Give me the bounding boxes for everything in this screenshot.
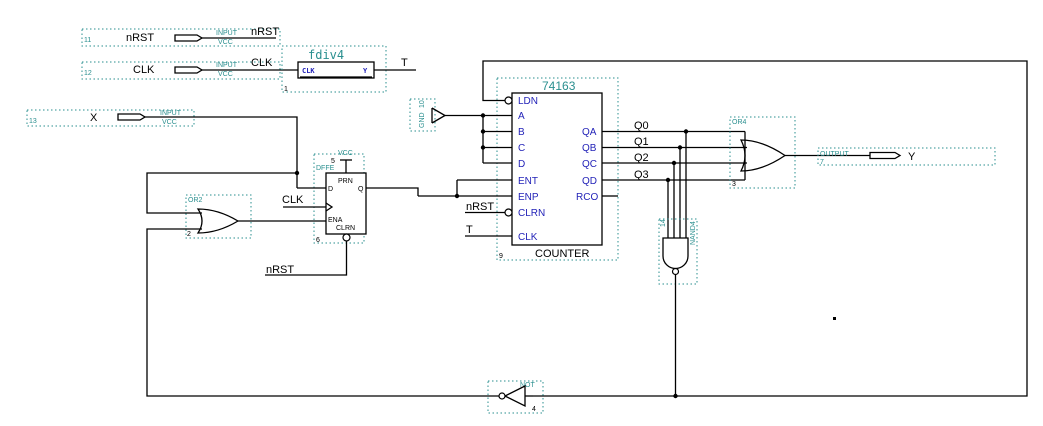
pin-clrn: CLRN xyxy=(518,208,545,219)
net-label: CLK xyxy=(251,57,273,69)
pin-sub: VCC xyxy=(218,39,233,46)
not-index: 4 xyxy=(532,406,536,413)
or2-gate[interactable]: OR2 2 xyxy=(185,194,252,239)
input-pin-clk[interactable]: 12 CLK INPUT VCC CLK xyxy=(81,57,298,80)
net-q1: Q1 xyxy=(634,136,649,148)
pin-index: 12 xyxy=(84,70,92,77)
fdiv-title: fdiv4 xyxy=(308,48,344,62)
not-gate[interactable]: NOT 4 xyxy=(487,380,544,414)
or2-index: 2 xyxy=(187,231,191,238)
counter-title: 74163 xyxy=(542,79,576,93)
net-label-nrst-dff: nRST xyxy=(266,264,294,276)
gnd-index: 10 xyxy=(419,100,426,108)
dffe-ena: ENA xyxy=(328,217,343,224)
counter-left-pins: LDN A B C D ENT ENP CLRN CLK xyxy=(518,96,545,243)
net-label-clrn: nRST xyxy=(466,201,494,213)
dffe-prn: PRN xyxy=(338,178,353,185)
net-q3: Q3 xyxy=(634,169,649,181)
net-label-clk-dff: CLK xyxy=(282,194,304,206)
dffe-q: Q xyxy=(358,186,364,193)
pin-qa: QA xyxy=(582,127,597,138)
pin-type: OUTPUT xyxy=(820,151,850,158)
pin-c: C xyxy=(518,143,525,154)
net-q2: Q2 xyxy=(634,152,649,164)
pin-sub: VCC xyxy=(218,71,233,78)
stray-dot xyxy=(833,317,836,320)
input-pin-nrst[interactable]: 11 nRST INPUT VCC nRST xyxy=(81,26,281,47)
pin-b: B xyxy=(518,127,525,138)
nand4-gate[interactable]: NAND4 14 xyxy=(658,218,698,285)
counter-caption: COUNTER xyxy=(535,248,589,260)
net-label-t: T xyxy=(401,57,408,69)
or4-label: OR4 xyxy=(732,119,747,126)
counter-index: 9 xyxy=(499,253,503,260)
dffe-flipflop[interactable]: DFFE VCC 5 PRN D Q ENA CLRN 6 xyxy=(313,150,367,244)
pin-name: nRST xyxy=(126,32,154,44)
pin-qc: QC xyxy=(582,159,597,170)
net-label-clk-t: T xyxy=(466,224,473,236)
pin-index: 13 xyxy=(29,118,37,125)
net-q0: Q0 xyxy=(634,120,649,132)
fdiv-index: 1 xyxy=(284,86,288,93)
net-label: nRST xyxy=(251,26,279,38)
nand4-label: NAND4 xyxy=(690,221,697,245)
input-pin-x[interactable]: 13 X INPUT VCC xyxy=(26,109,195,127)
not-label: NOT xyxy=(520,382,536,389)
pin-type: INPUT xyxy=(160,110,182,117)
fdiv4-block[interactable]: fdiv4 CLK Y 1 T xyxy=(281,45,416,93)
pin-sub: VCC xyxy=(162,119,177,126)
fdiv-in-port: CLK xyxy=(302,67,315,75)
output-pin-y[interactable]: OUTPUT 7 Y xyxy=(817,147,996,166)
pin-rco: RCO xyxy=(576,192,598,203)
pin-clk: CLK xyxy=(518,232,538,243)
pin-type: INPUT xyxy=(216,30,238,37)
pin-a: A xyxy=(518,111,525,122)
counter-74163[interactable]: 74163 LDN A B C D ENT ENP CLRN CLK QA QB… xyxy=(496,77,619,261)
gnd-label: GND xyxy=(419,112,426,128)
counter-right-pins: QA QB QC QD RCO xyxy=(576,127,598,203)
pin-type: INPUT xyxy=(216,62,238,69)
dffe-label: DFFE xyxy=(316,165,335,172)
q-net-labels: Q0 Q1 Q2 Q3 xyxy=(634,120,649,181)
pin-name: X xyxy=(90,112,98,124)
dffe-clrn: CLRN xyxy=(336,225,355,232)
dffe-index: 6 xyxy=(316,237,320,244)
pin-qb: QB xyxy=(582,143,597,154)
pin-qd: QD xyxy=(582,176,597,187)
fdiv-out-port: Y xyxy=(363,67,368,75)
pin-ldn: LDN xyxy=(518,96,538,107)
pin-index: 7 xyxy=(820,159,824,166)
pin-d: D xyxy=(518,159,525,170)
or2-label: OR2 xyxy=(188,197,203,204)
pin-ent: ENT xyxy=(518,176,538,187)
or4-gate[interactable]: OR4 3 xyxy=(729,116,796,189)
pin-index: 11 xyxy=(84,37,91,44)
nand4-index: 14 xyxy=(660,219,667,227)
gnd-symbol: GND 10 xyxy=(409,98,483,132)
vcc-label: VCC xyxy=(338,150,353,157)
pin-enp: ENP xyxy=(518,192,539,203)
pin-name: Y xyxy=(908,151,916,163)
or4-index: 3 xyxy=(732,181,736,188)
vcc-index: 5 xyxy=(331,158,335,165)
dffe-d: D xyxy=(328,186,333,193)
pin-name: CLK xyxy=(133,64,155,76)
